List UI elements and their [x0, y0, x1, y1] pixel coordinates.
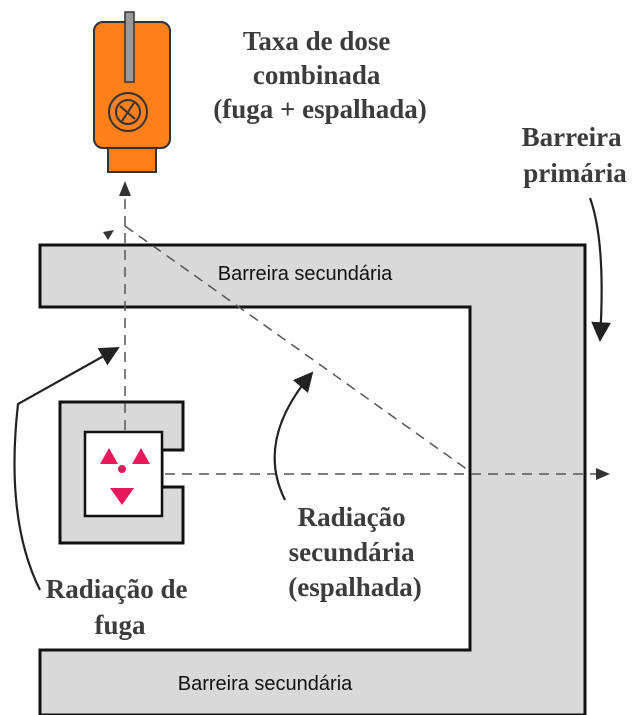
scatter-diagonal-line	[124, 225, 469, 471]
radiation-paths	[124, 185, 598, 475]
primary-barrier-label: Barreira primária	[522, 122, 629, 188]
radiation-trefoil-icon	[100, 448, 150, 505]
dosimeter-icon	[93, 11, 171, 173]
barrier-walls	[38, 243, 587, 715]
leakage-radiation-label: Radiação de fuga	[46, 574, 195, 640]
primary-beam-arrowhead	[596, 468, 610, 480]
leakage-arrowhead	[119, 181, 131, 196]
secondary-barrier-top-label: Barreira secundária	[218, 263, 393, 285]
source-chamber	[83, 430, 164, 518]
primary-barrier-arrow	[588, 197, 611, 342]
scatter-label-arrow	[273, 371, 314, 501]
scattered-radiation-label: Radiação secundária (espalhada)	[288, 502, 422, 602]
leakage-label-arrow	[13, 347, 120, 591]
secondary-barrier-bottom-label: Barreira secundária	[178, 673, 353, 695]
scatter-origin-arrowhead	[103, 230, 114, 240]
dose-rate-label: Taxa de dose combinada (fuga + espalhada…	[213, 26, 426, 124]
